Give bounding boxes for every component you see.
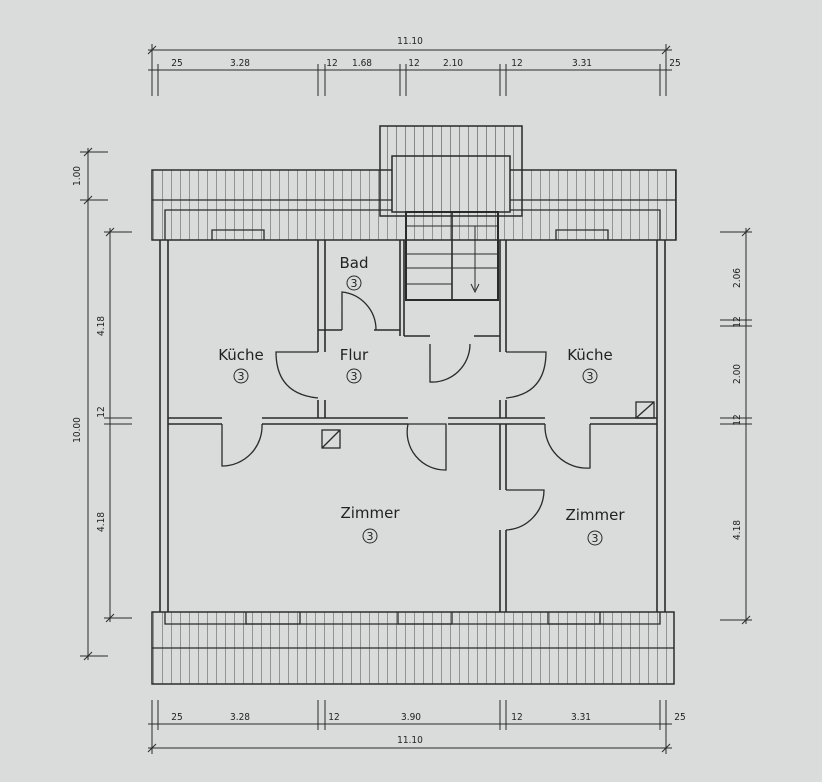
door-flur-right	[505, 351, 547, 399]
room-label-flur: Flur	[340, 346, 369, 364]
dim-top-s6: 2.10	[443, 58, 463, 69]
dim-top-s9: 25	[669, 58, 680, 69]
dim-bottom-s7: 25	[674, 712, 685, 723]
dim-top-s3: 12	[326, 58, 337, 69]
dim-bottom-s5: 12	[511, 712, 522, 723]
dim-left-mid: 12	[96, 406, 107, 417]
dimension-left	[80, 147, 132, 661]
room-label-kueche-right: Küche	[567, 346, 613, 364]
dim-top-s4: 1.68	[352, 58, 372, 69]
dimension-top	[147, 44, 672, 96]
dim-bottom-s3: 12	[328, 712, 339, 723]
door-kueche-left	[221, 423, 263, 467]
doors	[221, 291, 591, 531]
dim-top-total: 11.10	[397, 36, 423, 47]
dim-top-s2: 3.28	[230, 58, 250, 69]
door-flur-left	[275, 351, 319, 399]
dim-right-s4: 12	[732, 414, 743, 425]
door-bad	[341, 291, 377, 331]
dim-bottom-s1: 25	[171, 712, 182, 723]
dim-bottom-s6: 3.31	[571, 712, 591, 723]
dimension-bottom	[147, 700, 672, 754]
dormer	[379, 125, 523, 217]
dim-left-total: 10.00	[72, 417, 83, 443]
room-label-bad: Bad	[339, 254, 368, 272]
room-marker-bad: 3	[351, 277, 358, 290]
dimension-right	[720, 227, 752, 625]
dim-bottom-s2: 3.28	[230, 712, 250, 723]
windows	[211, 229, 609, 625]
dim-right-s1: 2.06	[732, 268, 743, 288]
dim-top-s1: 25	[171, 58, 182, 69]
walls	[159, 240, 666, 612]
dim-left-lower: 4.18	[96, 512, 107, 532]
dim-right-s5: 4.18	[732, 520, 743, 540]
dim-top-s7: 12	[511, 58, 522, 69]
room-label-zimmer-right: Zimmer	[565, 506, 625, 524]
door-zimmer-main	[406, 423, 447, 471]
roof-bottom	[151, 611, 675, 685]
dim-right-s3: 2.00	[732, 364, 743, 384]
dim-left-upper: 4.18	[96, 316, 107, 336]
dim-right-s2: 12	[732, 316, 743, 327]
vent-shaft	[321, 401, 655, 449]
dim-bottom-total: 11.10	[397, 735, 423, 746]
room-label-zimmer-main: Zimmer	[340, 504, 400, 522]
room-marker-zimmer-right: 3	[592, 532, 599, 545]
dim-top-s8: 3.31	[572, 58, 592, 69]
room-label-kueche-left: Küche	[218, 346, 264, 364]
door-zimmer-right	[505, 489, 545, 531]
door-kueche-right	[544, 423, 591, 469]
dim-top-s5: 12	[408, 58, 419, 69]
dim-bottom-s4: 3.90	[401, 712, 421, 723]
room-marker-kueche-left: 3	[238, 370, 245, 383]
room-marker-flur: 3	[351, 370, 358, 383]
room-marker-kueche-right: 3	[587, 370, 594, 383]
room-marker-zimmer-main: 3	[367, 530, 374, 543]
door-stair	[429, 343, 471, 383]
dim-left-top: 1.00	[72, 166, 83, 186]
staircase	[405, 211, 499, 301]
